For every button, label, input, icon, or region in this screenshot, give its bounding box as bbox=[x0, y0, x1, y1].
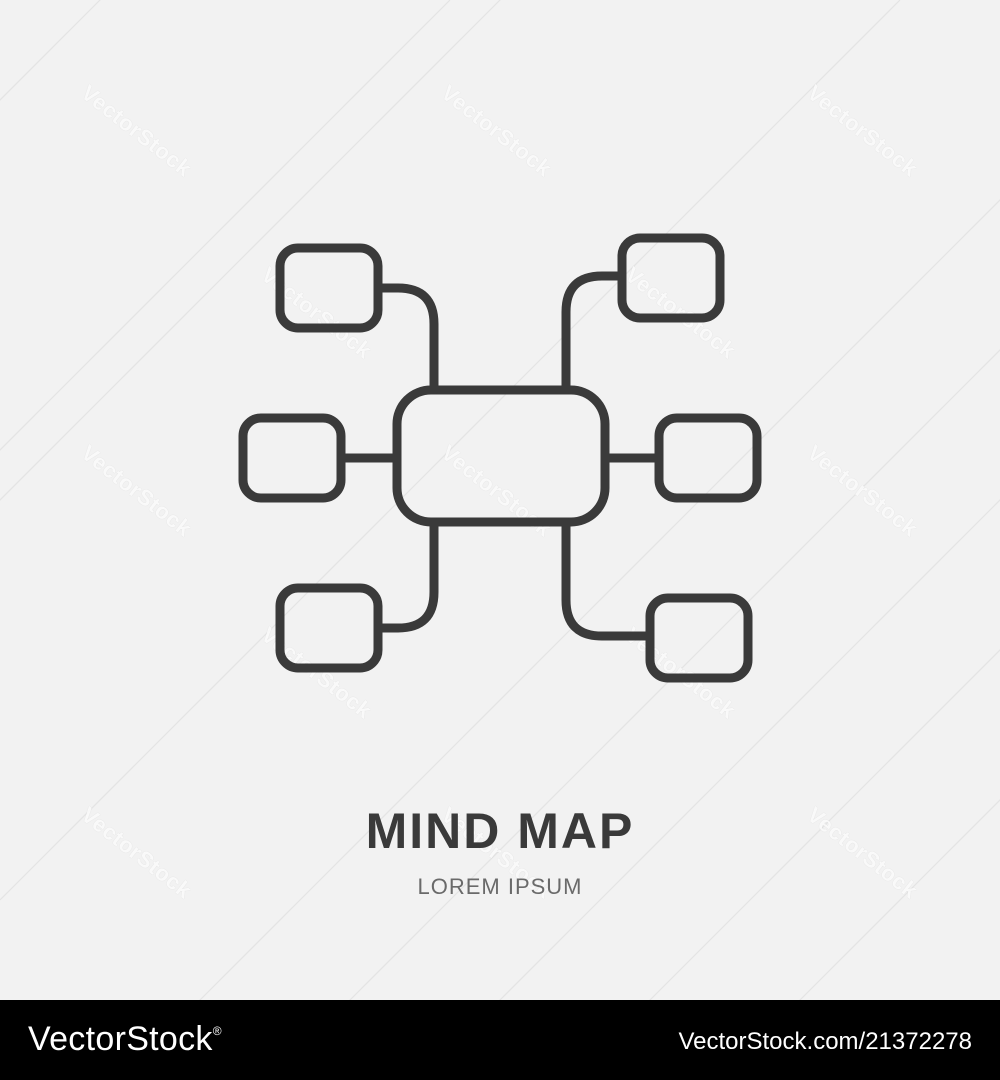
artwork-subtitle: LOREM IPSUM bbox=[417, 874, 583, 899]
mind-map-icon bbox=[238, 233, 762, 683]
footer-image-id: VectorStock.com/21372278 bbox=[678, 1028, 972, 1055]
registered-mark: ® bbox=[212, 1024, 222, 1038]
node-bottom-right-shape bbox=[645, 593, 753, 683]
connector-top-left bbox=[373, 283, 439, 395]
footer-brand-text: VectorStock bbox=[28, 1020, 213, 1058]
footer-bar: VectorStock® VectorStock.com/21372278 bbox=[0, 1000, 1000, 1080]
node-middle-left-shape bbox=[238, 413, 346, 503]
connector-bottom-left bbox=[373, 517, 439, 633]
node-top-left-shape bbox=[275, 243, 383, 333]
central-node-shape bbox=[392, 385, 610, 527]
connector-bottom-right bbox=[561, 517, 655, 641]
node-middle-right-shape bbox=[654, 413, 762, 503]
artwork-title: MIND MAP bbox=[365, 803, 635, 859]
footer-brand-logo: VectorStock® bbox=[28, 1020, 222, 1059]
artwork-canvas: VectorStock VectorStock VectorStock Vect… bbox=[0, 0, 1000, 1000]
node-top-right-shape bbox=[617, 233, 725, 323]
background-diagonal-lines bbox=[0, 0, 1000, 1000]
node-bottom-left-shape bbox=[275, 583, 383, 673]
connector-top-right bbox=[561, 271, 627, 395]
